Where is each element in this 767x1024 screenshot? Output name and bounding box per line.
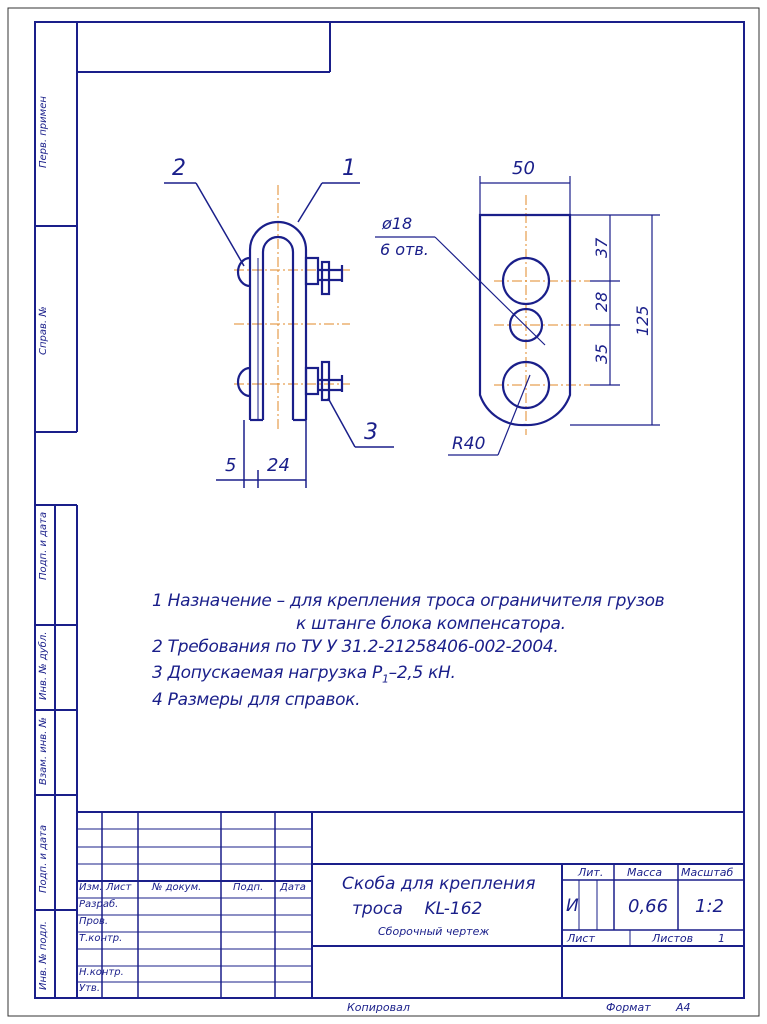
dim-50: 50 (512, 158, 535, 179)
row-razrab: Разраб. (79, 899, 119, 910)
note-line-1: 1 Назначение – для крепления троса огран… (152, 591, 665, 611)
massa-label: Масса (627, 866, 663, 879)
col-podp: Подп. (233, 882, 264, 893)
masshtab-value: 1:2 (695, 896, 724, 917)
row-nkontr: Н.контр. (79, 967, 124, 978)
note-line-2: 2 Требования по ТУ У 31.2-21258406-002-2… (152, 637, 559, 657)
note-line-3: 3 Допускаемая нагрузка P1–2,5 кН. (152, 663, 456, 685)
dim-125: 125 (633, 305, 652, 336)
dim-28: 28 (592, 291, 611, 312)
plate-front-view (375, 176, 660, 456)
note-line-3-sub: 1 (381, 672, 389, 686)
label-podp-data-1: Подп. и дата (38, 511, 49, 580)
dim-diameter-18: ø18 (382, 214, 413, 233)
row-tkontr: Т.контр. (79, 933, 123, 944)
shackle-side-view (164, 182, 394, 488)
dim-37: 37 (592, 237, 611, 258)
dim-5: 5 (225, 455, 237, 476)
dim-35: 35 (592, 343, 611, 364)
callout-1: 1 (342, 156, 356, 181)
label-sprav-no: Справ. № (38, 306, 49, 355)
list-label: Лист (567, 932, 595, 945)
doc-title-line-2: троса KL-162 (352, 899, 483, 919)
dim-6-holes: 6 отв. (380, 240, 429, 259)
col-izm: Изм. (79, 882, 103, 893)
listov-value: 1 (718, 932, 725, 945)
format-value: А4 (676, 1001, 691, 1014)
note-line-4: 4 Размеры для справок. (152, 690, 361, 710)
col-doc: № докум. (152, 882, 202, 893)
dim-24: 24 (267, 455, 290, 476)
note-line-3-post: –2,5 кН. (388, 663, 456, 683)
row-prov: Пров. (79, 916, 109, 927)
callout-3: 3 (364, 420, 378, 445)
row-utv: Утв. (79, 983, 100, 994)
doc-title-line-3: Сборочный чертеж (378, 925, 490, 938)
label-inv-dubl: Инв. № дубл. (38, 631, 49, 700)
format-label: Формат (606, 1001, 651, 1014)
massa-value: 0,66 (628, 896, 669, 917)
callout-2: 2 (172, 156, 186, 181)
col-list: Лист (106, 882, 132, 893)
note-line-3-pre: 3 Допускаемая нагрузка P (152, 663, 382, 683)
label-perv-primen: Перв. примен (38, 96, 49, 168)
label-inv-podl: Инв. № подл. (38, 921, 49, 990)
label-podp-data-2: Подп. и дата (38, 824, 49, 893)
kopiroval-label: Копировал (347, 1001, 410, 1014)
lit-value: И (566, 896, 579, 916)
dim-r40: R40 (452, 434, 486, 454)
note-line-1b: к штанге блока компенсатора. (296, 614, 566, 634)
label-vzam-inv: Взам. инв. № (38, 717, 49, 785)
listov-label: Листов (652, 932, 694, 945)
masshtab-label: Масштаб (681, 866, 734, 879)
col-data: Дата (280, 882, 306, 893)
doc-title-line-1: Скоба для крепления (342, 874, 536, 894)
lit-label: Лит. (578, 866, 604, 879)
